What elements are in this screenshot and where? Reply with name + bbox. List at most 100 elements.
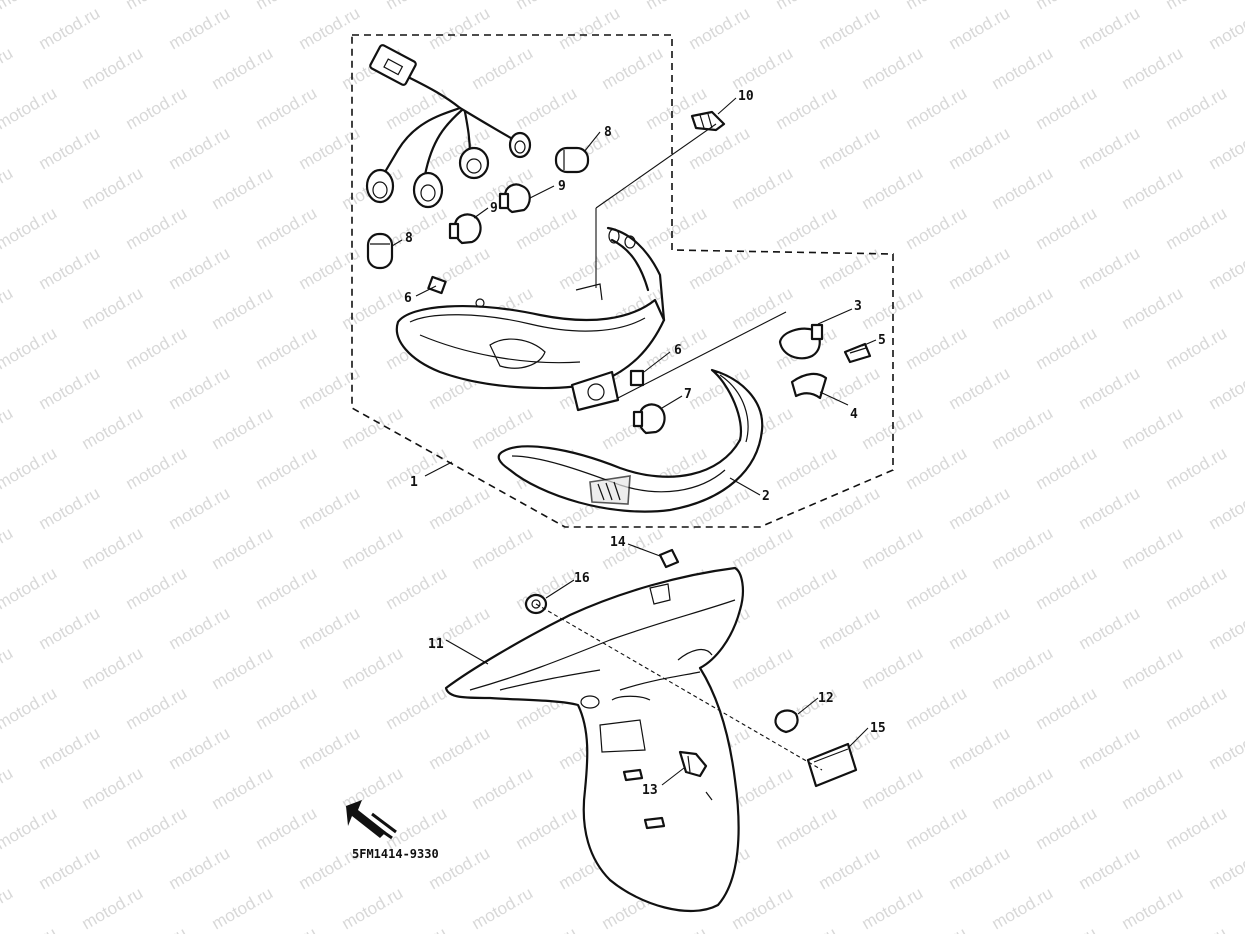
- watermark-text: motod.ru: [166, 483, 234, 533]
- assembly-boundary-dashed: [351, 34, 894, 528]
- label-part-10: 10: [738, 89, 754, 104]
- watermark-text: motod.ru: [296, 483, 364, 533]
- watermark-text: motod.ru: [209, 283, 277, 333]
- watermark-text: motod.ru: [79, 163, 147, 213]
- watermark-text: motod.ru: [1163, 803, 1231, 853]
- watermark-text: motod.ru: [1119, 403, 1187, 453]
- watermark-text: motod.ru: [513, 83, 581, 133]
- watermark-text: motod.ru: [0, 163, 16, 213]
- watermark-text: motod.ru: [859, 763, 927, 813]
- watermark-text: motod.ru: [1033, 203, 1101, 253]
- watermark-text: motod.ru: [0, 763, 16, 813]
- watermark-text: motod.ru: [339, 883, 407, 933]
- watermark-text: motod.ru: [123, 923, 191, 934]
- watermark-text: motod.ru: [599, 163, 667, 213]
- watermark-text: motod.ru: [209, 163, 277, 213]
- watermark-text: motod.ru: [946, 483, 1014, 533]
- watermark-text: motod.ru: [816, 363, 884, 413]
- watermark-text: motod.ru: [1076, 483, 1144, 533]
- watermark-text: motod.ru: [1206, 483, 1245, 533]
- label-part-16: 16: [574, 571, 590, 586]
- watermark-text: motod.ru: [0, 403, 16, 453]
- watermark-text: motod.ru: [903, 683, 971, 733]
- watermark-text: motod.ru: [0, 283, 16, 333]
- bulb-8-lower: [366, 232, 394, 270]
- watermark-text: motod.ru: [816, 483, 884, 533]
- watermark-text: motod.ru: [166, 123, 234, 173]
- watermark-text: motod.ru: [773, 443, 841, 493]
- watermark-text: motod.ru: [253, 443, 321, 493]
- watermark-text: motod.ru: [0, 923, 60, 934]
- watermark-text: motod.ru: [253, 803, 321, 853]
- watermark-text: motod.ru: [816, 843, 884, 893]
- watermark-text: motod.ru: [36, 3, 104, 53]
- watermark-text: motod.ru: [79, 403, 147, 453]
- watermark-text: motod.ru: [946, 723, 1014, 773]
- watermark-text: motod.ru: [253, 323, 321, 373]
- watermark-text: motod.ru: [773, 803, 841, 853]
- watermark-text: motod.ru: [1076, 723, 1144, 773]
- watermark-text: motod.ru: [946, 123, 1014, 173]
- watermark-text: motod.ru: [1076, 3, 1144, 53]
- watermark-text: motod.ru: [1163, 0, 1231, 13]
- watermark-text: motod.ru: [1163, 923, 1231, 934]
- clip-14: [658, 548, 680, 569]
- tail-lamp-housing: [395, 226, 666, 412]
- watermark-text: motod.ru: [1033, 443, 1101, 493]
- watermark-text: motod.ru: [1206, 843, 1245, 893]
- watermark-text: motod.ru: [339, 403, 407, 453]
- watermark-text: motod.ru: [1163, 323, 1231, 373]
- watermark-text: motod.ru: [383, 83, 451, 133]
- label-part-6-lower: 6: [674, 343, 682, 358]
- watermark-text: motod.ru: [79, 883, 147, 933]
- watermark-text: motod.ru: [166, 843, 234, 893]
- watermark-text: motod.ru: [903, 923, 971, 934]
- label-part-12: 12: [818, 691, 834, 706]
- watermark-text: motod.ru: [123, 563, 191, 613]
- watermark-text: motod.ru: [816, 603, 884, 653]
- watermark-text: motod.ru: [1206, 603, 1245, 653]
- watermark-text: motod.ru: [1033, 803, 1101, 853]
- watermark-text: motod.ru: [383, 683, 451, 733]
- screw-5: [843, 342, 872, 364]
- watermark-text: motod.ru: [166, 243, 234, 293]
- label-part-2: 2: [762, 489, 770, 504]
- watermark-text: motod.ru: [79, 643, 147, 693]
- watermark-text: motod.ru: [339, 643, 407, 693]
- label-part-11: 11: [428, 637, 444, 652]
- bulb-9-left: [448, 213, 482, 245]
- label-part-5: 5: [878, 333, 886, 348]
- watermark-text: motod.ru: [686, 123, 754, 173]
- watermark-text: motod.ru: [773, 0, 841, 13]
- watermark-text: motod.ru: [773, 83, 841, 133]
- label-part-1: 1: [410, 475, 418, 490]
- watermark-text: motod.ru: [79, 763, 147, 813]
- watermark-text: motod.ru: [1119, 763, 1187, 813]
- watermark-text: motod.ru: [859, 43, 927, 93]
- watermark-text: motod.ru: [903, 0, 971, 13]
- watermark-text: motod.ru: [903, 443, 971, 493]
- watermark-text: motod.ru: [903, 83, 971, 133]
- watermark-text: motod.ru: [729, 43, 797, 93]
- watermark-text: motod.ru: [209, 643, 277, 693]
- watermark-text: motod.ru: [383, 563, 451, 613]
- watermark-text: motod.ru: [946, 243, 1014, 293]
- watermark-text: motod.ru: [253, 83, 321, 133]
- watermark-text: motod.ru: [0, 203, 60, 253]
- watermark-text: motod.ru: [123, 0, 191, 13]
- watermark-text: motod.ru: [816, 123, 884, 173]
- watermark-text: motod.ru: [1033, 923, 1101, 934]
- watermark-text: motod.ru: [1206, 123, 1245, 173]
- watermark-text: motod.ru: [1119, 43, 1187, 93]
- watermark-text: motod.ru: [0, 563, 60, 613]
- watermark-text: motod.ru: [209, 883, 277, 933]
- watermark-text: motod.ru: [556, 3, 624, 53]
- watermark-text: motod.ru: [1163, 443, 1231, 493]
- watermark-text: motod.ru: [1076, 843, 1144, 893]
- watermark-text: motod.ru: [469, 523, 537, 573]
- watermark-text: motod.ru: [296, 603, 364, 653]
- watermark-text: motod.ru: [296, 243, 364, 293]
- watermark-text: motod.ru: [989, 283, 1057, 333]
- bulb-9-right: [498, 183, 531, 214]
